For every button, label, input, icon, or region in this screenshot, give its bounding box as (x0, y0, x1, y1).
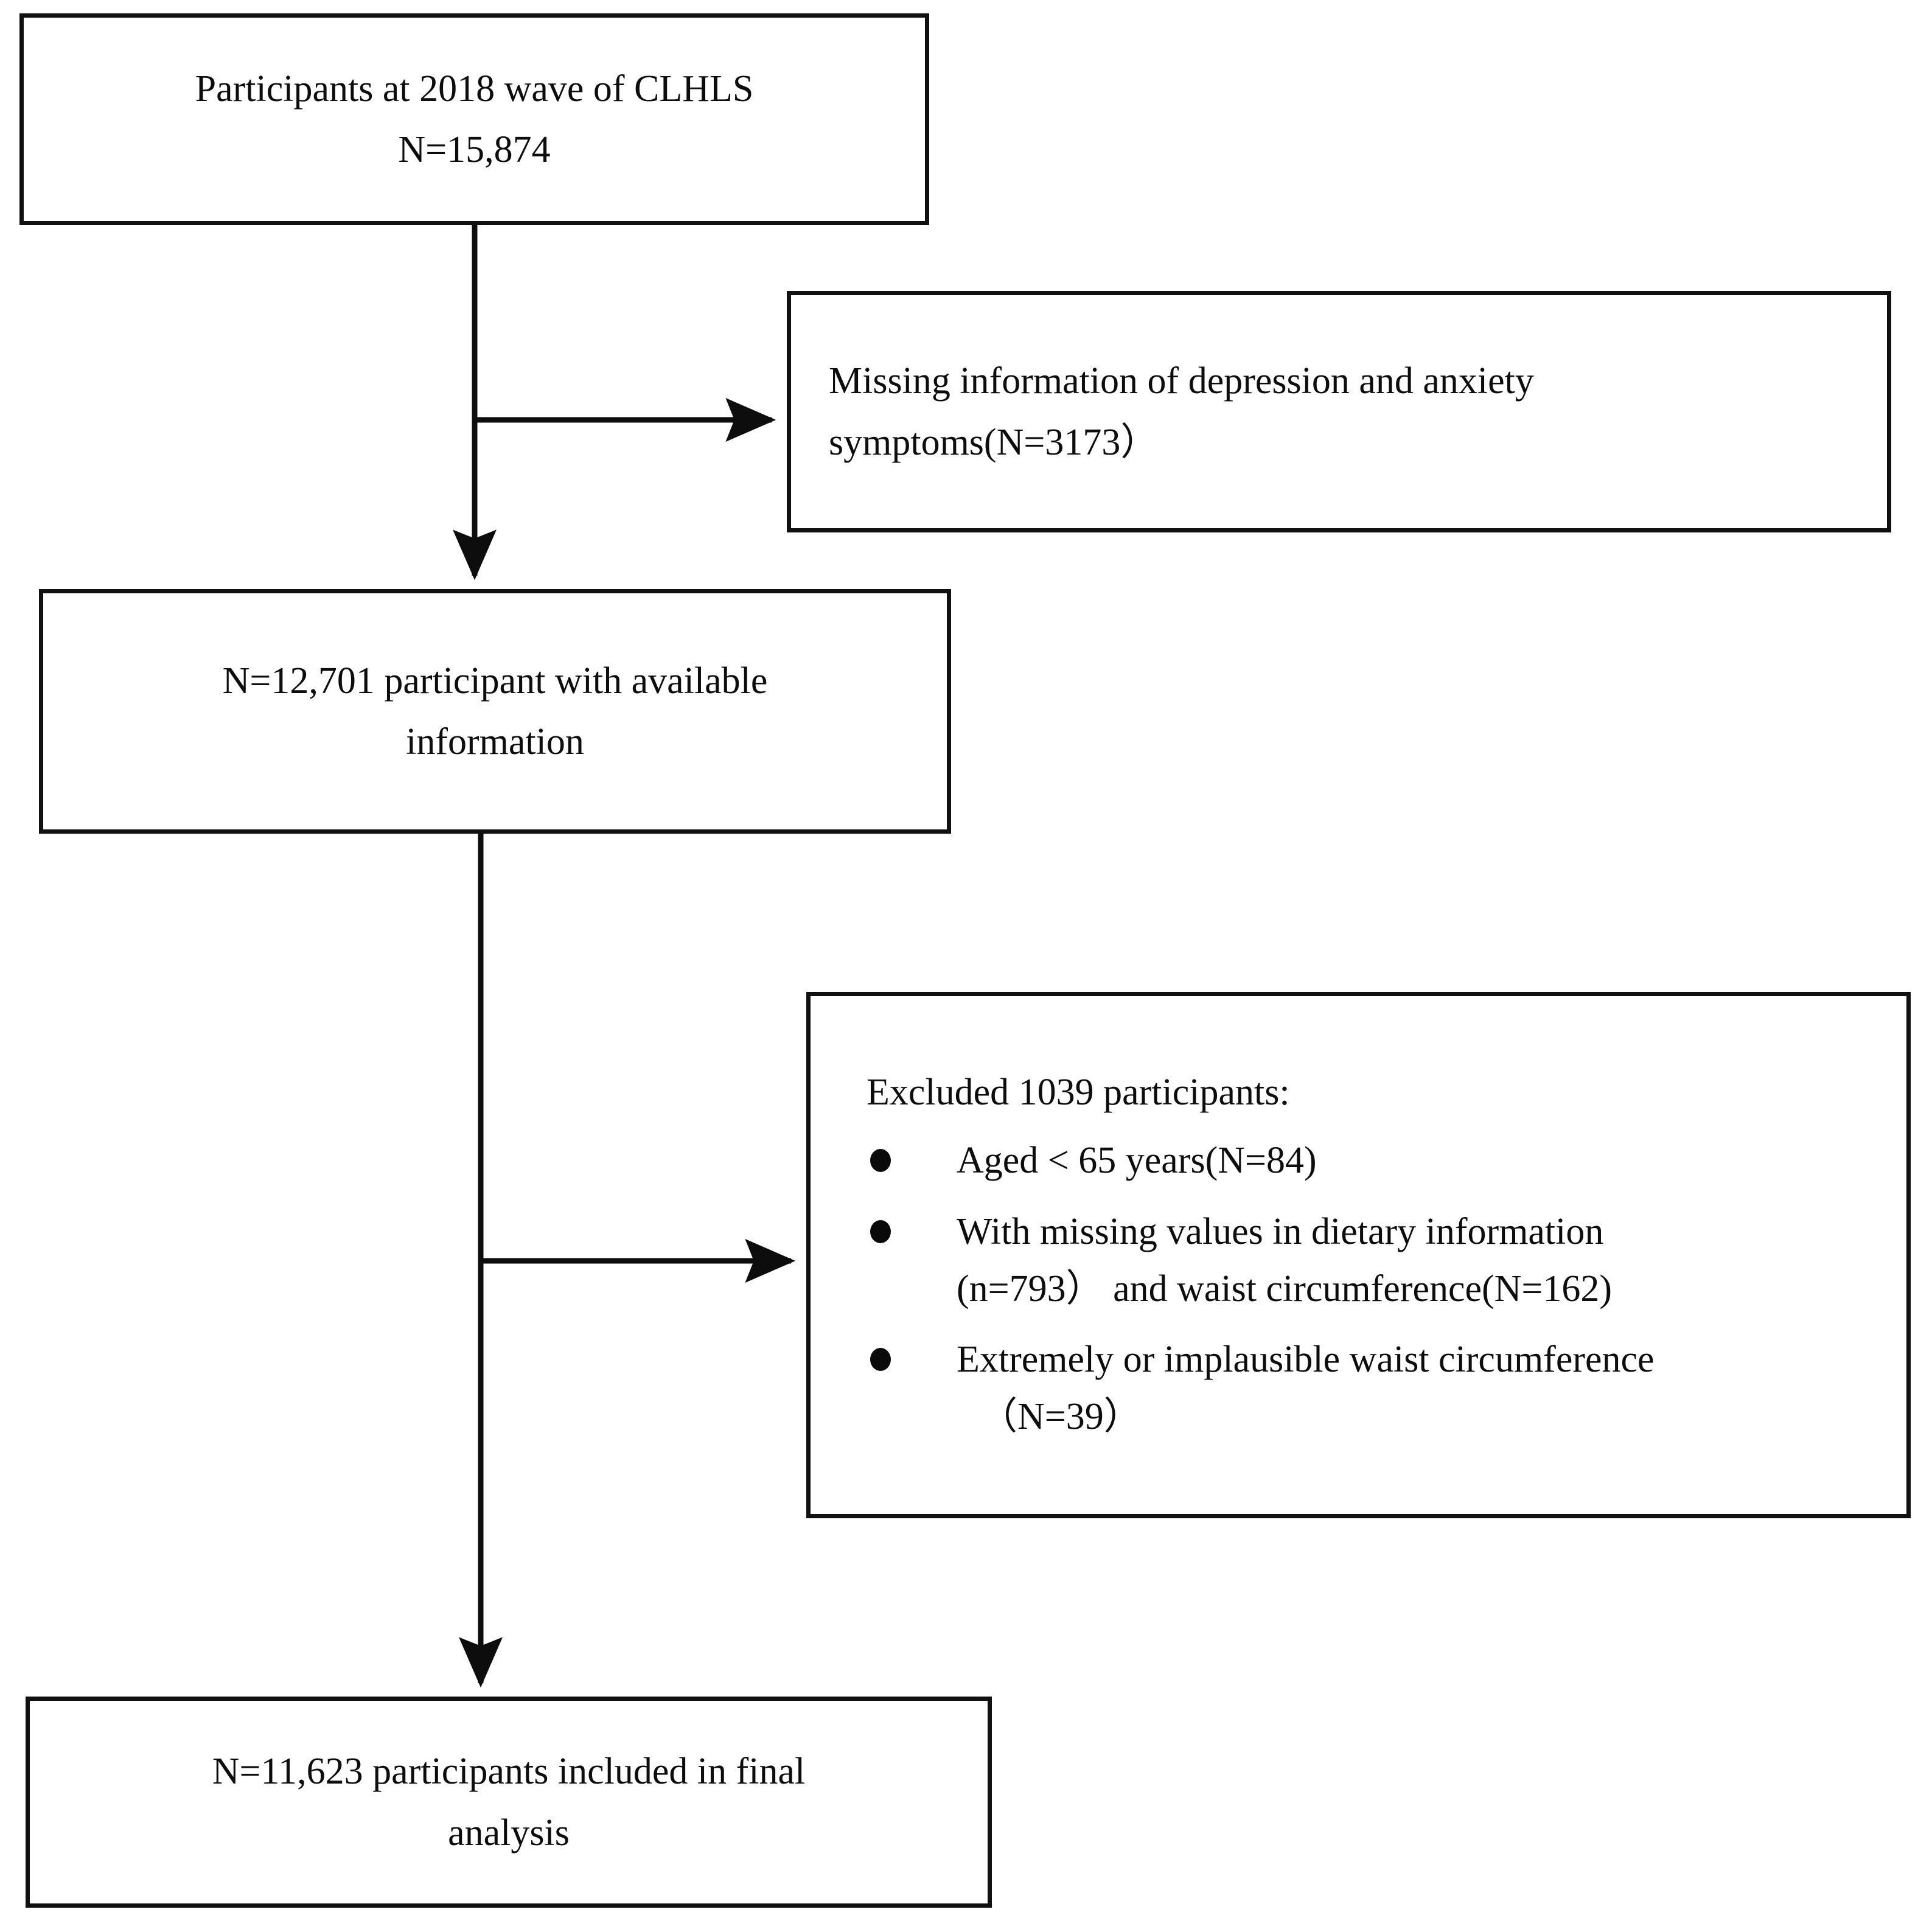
node-available-information: N=12,701 participant with available info… (39, 589, 951, 834)
node-exclusion1-line1: Missing information of depression and an… (829, 360, 1534, 402)
exclusion-list-item: With missing values in dietary informati… (867, 1203, 1886, 1317)
exclusion-item-line1: With missing values in dietary informati… (957, 1210, 1604, 1252)
node-final-line1: N=11,623 participants included in final (212, 1751, 806, 1793)
node-final-analysis-sample: N=11,623 participants included in final … (26, 1697, 992, 1908)
node-exclusion-criteria-list: Excluded 1039 participants: Aged < 65 ye… (806, 992, 1911, 1518)
exclusion-item-line1: Aged < 65 years(N=84) (957, 1140, 1317, 1182)
exclusion-list: Aged < 65 years(N=84) With missing value… (867, 1132, 1886, 1445)
bullet-icon (870, 1149, 891, 1173)
exclusion-item-line2: (n=793） and waist circumference(N=162) (957, 1268, 1613, 1310)
node-final-line2: analysis (448, 1812, 570, 1854)
node-source-line2: N=15,874 (398, 129, 551, 170)
node-source-line1: Participants at 2018 wave of CLHLS (195, 68, 754, 110)
node-exclusion-missing-symptoms: Missing information of depression and an… (787, 291, 1891, 532)
node-available-line2: information (406, 721, 584, 762)
exclusion-item-line2: （N=39） (980, 1396, 1142, 1438)
bullet-icon (870, 1219, 891, 1243)
node-source-population: Participants at 2018 wave of CLHLS N=15,… (19, 13, 929, 225)
node-exclusion1-line2: symptoms(N=3173） (829, 421, 1159, 463)
bullet-icon (870, 1348, 891, 1372)
exclusion-list-heading: Excluded 1039 participants: (867, 1072, 1290, 1114)
exclusion-item-line1: Extremely or implausible waist circumfer… (957, 1339, 1655, 1381)
node-available-line1: N=12,701 participant with available (222, 660, 768, 702)
exclusion-list-wrapper: Excluded 1039 participants: Aged < 65 ye… (811, 1064, 1906, 1445)
exclusion-list-item: Extremely or implausible waist circumfer… (867, 1331, 1886, 1445)
exclusion-list-item: Aged < 65 years(N=84) (867, 1132, 1886, 1189)
